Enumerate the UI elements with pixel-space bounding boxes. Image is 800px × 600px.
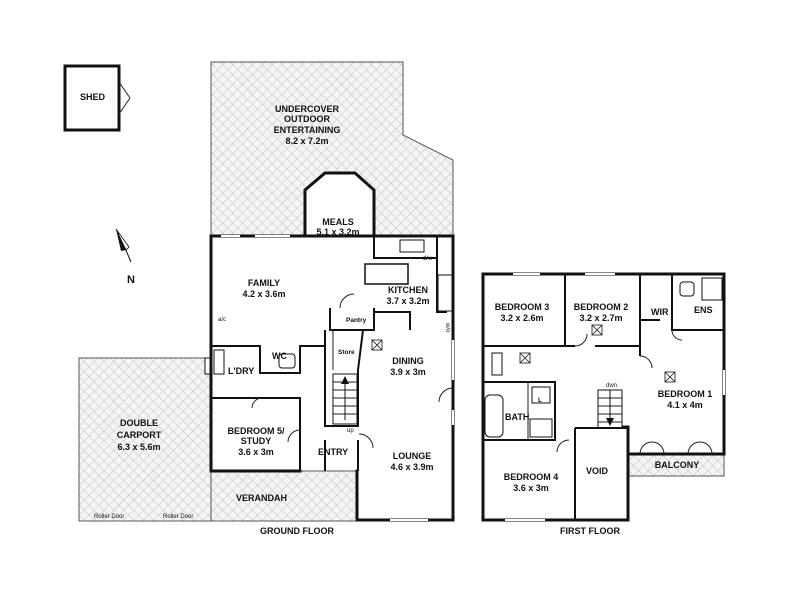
- bedroom4-label: BEDROOM 4: [504, 472, 559, 482]
- light-icon: [591, 324, 603, 336]
- bedroom3-label: BEDROOM 3: [495, 302, 550, 312]
- light-icon: [519, 352, 531, 364]
- lounge-dims: 4.6 x 3.9m: [390, 462, 433, 472]
- north-label: N: [127, 274, 135, 286]
- family-label: FAMILY: [248, 278, 280, 288]
- carport-label-1: DOUBLE: [120, 418, 158, 428]
- bedroom1-label: BEDROOM 1: [658, 389, 713, 399]
- ground-floor-labels: MEALS 5.1 x 3.2m FAMILY 4.2 x 3.6m KITCH…: [218, 217, 450, 536]
- dining-label: DINING: [392, 356, 424, 366]
- bath-label: BATH: [505, 412, 529, 422]
- bedroom3-dims: 3.2 x 2.6m: [500, 313, 543, 323]
- l-label: L: [538, 397, 542, 404]
- kitchen-dims: 3.7 x 3.2m: [386, 296, 429, 306]
- bedroom2-label: BEDROOM 2: [574, 302, 629, 312]
- wir-label: WIR: [651, 307, 669, 317]
- carport-dims: 6.3 x 5.6m: [117, 442, 160, 452]
- bedroom5-label-1: BEDROOM 5/: [227, 426, 285, 436]
- ens-label: ENS: [694, 305, 713, 315]
- verandah-label: VERANDAH: [236, 493, 287, 503]
- pantry-label: Pantry: [346, 317, 367, 324]
- first-staircase: [597, 389, 623, 429]
- ground-staircase: [332, 373, 358, 425]
- wo-label: w/o: [444, 322, 450, 333]
- meals-label: MEALS: [322, 217, 354, 227]
- balcony-label: BALCONY: [655, 460, 700, 470]
- outdoor-label-2: OUTDOOR: [284, 114, 330, 124]
- kitchen-label: KITCHEN: [388, 285, 428, 295]
- light-icon: [371, 339, 383, 351]
- bedroom1-dims: 4.1 x 4m: [667, 400, 703, 410]
- up-label: up: [347, 428, 354, 434]
- roller-door-1: Roller Door: [94, 514, 124, 520]
- outdoor-dims: 8.2 x 7.2m: [285, 136, 328, 146]
- entry-label: ENTRY: [318, 447, 348, 457]
- shed: SHED: [63, 64, 131, 132]
- family-dims: 4.2 x 3.6m: [242, 289, 285, 299]
- outdoor-label-3: ENTERTAINING: [274, 125, 341, 135]
- laundry-label: L'DRY: [228, 366, 254, 376]
- first-floor-caption: FIRST FLOOR: [560, 526, 620, 536]
- ground-floor-caption: GROUND FLOOR: [260, 526, 334, 536]
- shed-label: SHED: [80, 92, 106, 102]
- store-label: Store: [338, 349, 355, 356]
- bedroom4-dims: 3.6 x 3m: [513, 483, 549, 493]
- first-floor-labels: BEDROOM 3 3.2 x 2.6m BEDROOM 2 3.2 x 2.7…: [495, 302, 713, 536]
- double-carport: DOUBLE CARPORT 6.3 x 5.6m Roller Door Ro…: [78, 357, 212, 522]
- verandah: VERANDAH: [210, 470, 358, 522]
- dining-dims: 3.9 x 3m: [390, 367, 426, 377]
- ground-floor-walls: [209, 234, 455, 522]
- meals-dims: 5.1 x 3.2m: [316, 227, 359, 237]
- dw-label: d/w: [423, 256, 433, 262]
- outdoor-label-1: UNDERCOVER: [275, 104, 340, 114]
- lounge-label: LOUNGE: [393, 451, 432, 461]
- dwn-label: dwn: [606, 383, 617, 389]
- outdoor-entertaining: UNDERCOVER OUTDOOR ENTERTAINING 8.2 x 7.…: [210, 61, 454, 238]
- bedroom5-label-2: STUDY: [241, 436, 272, 446]
- carport-label-2: CARPORT: [117, 430, 162, 440]
- light-icon: [664, 371, 676, 383]
- wc-label: WC: [272, 351, 287, 361]
- bedroom5-dims: 3.6 x 3m: [238, 447, 274, 457]
- compass: N: [115, 228, 135, 286]
- void-label: VOID: [586, 466, 609, 476]
- bedroom2-dims: 3.2 x 2.7m: [579, 313, 622, 323]
- roller-door-2: Roller Door: [163, 514, 193, 520]
- ac-label: a/c: [218, 317, 226, 323]
- first-floor: [481, 272, 726, 522]
